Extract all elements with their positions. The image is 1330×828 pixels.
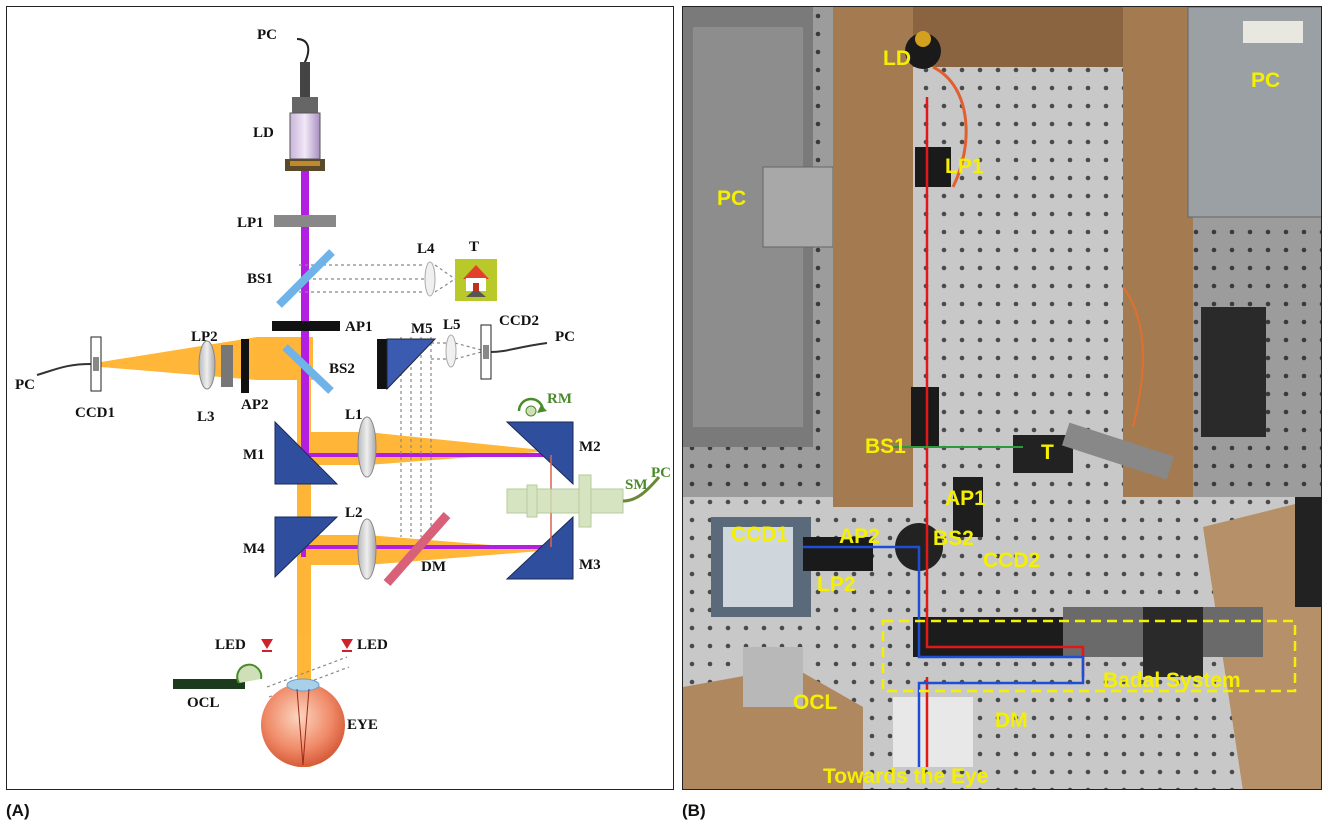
photo-label-ccd1: CCD1 (731, 523, 788, 546)
aperture-ap1 (272, 321, 340, 331)
label-pc-sm: PC (651, 465, 671, 481)
led-left-icon (261, 639, 273, 652)
label-m1: M1 (243, 447, 265, 463)
label-l1: L1 (345, 407, 363, 423)
schematic-panel: PC LD LP1 BS1 L4 T AP1 LP2 BS2 M5 L5 CCD… (6, 6, 674, 790)
label-m5: M5 (411, 321, 433, 337)
ccd1-cable (36, 363, 92, 376)
led-right-icon (341, 639, 353, 652)
label-ap1: AP1 (345, 319, 373, 335)
label-ccd1: CCD1 (75, 405, 115, 421)
mirror-m1 (274, 420, 339, 485)
photo-label-bs1: BS1 (865, 435, 906, 458)
photo-label-towards-eye: Towards the Eye (823, 765, 988, 788)
photo-label-bs2: BS2 (933, 527, 974, 550)
label-l2: L2 (345, 505, 363, 521)
blue-light-path (803, 545, 1085, 767)
photo-label-lp2: LP2 (817, 573, 856, 596)
label-ld: LD (253, 125, 274, 141)
photo-label-badal: Badal System (1103, 669, 1241, 692)
photo-label-t: T (1041, 441, 1054, 464)
photo-label-ld: LD (883, 47, 911, 70)
mirror-m2 (505, 421, 574, 486)
label-bs1: BS1 (247, 271, 273, 287)
polarizer-lp1 (274, 215, 336, 227)
target-t-mount (1013, 435, 1073, 473)
label-m2: M2 (579, 439, 601, 455)
panel-label-a: (A) (6, 801, 30, 820)
lp1-mount (915, 147, 951, 187)
rotation-mount-icon (517, 397, 547, 417)
label-ccd2: CCD2 (499, 313, 539, 329)
power-supply (1201, 307, 1266, 437)
label-ocl: OCL (187, 695, 220, 711)
cardboard-wall-bottom-left (683, 667, 863, 789)
label-bs2: BS2 (329, 361, 355, 377)
dichroic-mirror-dm (383, 512, 451, 586)
lens-l2 (357, 518, 377, 580)
beam-splitter-bs1 (276, 249, 335, 308)
photo-label-lp1: LP1 (945, 155, 984, 178)
laser-diode (289, 112, 321, 160)
photo-panel: LD PC LP1 PC BS1 T AP2 AP1 CCD1 BS2 CCD2… (682, 6, 1322, 790)
mirror-m4 (274, 516, 339, 579)
label-lp1: LP1 (237, 215, 264, 231)
photo-label-ccd2: CCD2 (983, 549, 1040, 572)
box-wall-left (833, 7, 913, 507)
lens-l3 (198, 340, 216, 390)
ocular-ocl (173, 679, 245, 689)
label-dm: DM (421, 559, 446, 575)
label-eye: EYE (347, 717, 378, 733)
label-pc-ccd1: PC (15, 377, 35, 393)
photo-label-ap1: AP1 (945, 487, 986, 510)
photo-label-pc-right: PC (1251, 69, 1280, 92)
label-l4: L4 (417, 241, 435, 257)
label-lp2: LP2 (191, 329, 218, 345)
sm-cable (622, 476, 661, 503)
label-pc-ccd2: PC (555, 329, 575, 345)
photo-label-ocl: OCL (793, 691, 838, 714)
target-house-icon (455, 259, 497, 301)
ld-cable (296, 38, 310, 97)
box-wall-right (1123, 7, 1193, 497)
label-m3: M3 (579, 557, 601, 573)
label-rm: RM (547, 391, 572, 407)
lens-l4 (424, 261, 436, 297)
stepper-motor-stage (506, 474, 624, 528)
lens-l1 (357, 416, 377, 478)
label-led-right: LED (357, 637, 388, 653)
label-m4: M4 (243, 541, 265, 557)
label-led-left: LED (215, 637, 246, 653)
beam-splitter-bs2 (282, 344, 334, 394)
label-sm: SM (625, 477, 648, 493)
photo-label-dm: DM (995, 709, 1028, 732)
ccd2-cable (490, 342, 548, 353)
mirror-m3 (505, 515, 574, 580)
mirror-m5 (386, 338, 437, 391)
photo-label-ap2: AP2 (839, 525, 880, 548)
label-pc-top: PC (257, 27, 277, 43)
label-t: T (469, 239, 479, 255)
label-l5: L5 (443, 317, 461, 333)
laser-beam (301, 171, 551, 557)
ld-mount (292, 97, 318, 115)
orange-cable (932, 65, 968, 188)
photo-label-pc-left: PC (717, 187, 746, 210)
lens-l5 (445, 334, 457, 368)
label-ap2: AP2 (241, 397, 269, 413)
polarizer-lp2 (221, 345, 233, 387)
ocl-rotation-icon (236, 663, 263, 684)
badal-system-box (881, 619, 1297, 693)
laser-diode-photo (905, 33, 941, 69)
ld-connector (300, 62, 310, 98)
setup-photograph: LD PC LP1 PC BS1 T AP2 AP1 CCD1 BS2 CCD2… (683, 7, 1321, 789)
panel-label-b: (B) (682, 801, 706, 820)
aperture-ap2 (241, 339, 249, 393)
schematic-diagram: PC LD LP1 BS1 L4 T AP1 LP2 BS2 M5 L5 CCD… (15, 27, 671, 767)
eye-illustration (261, 678, 345, 767)
label-l3: L3 (197, 409, 215, 425)
